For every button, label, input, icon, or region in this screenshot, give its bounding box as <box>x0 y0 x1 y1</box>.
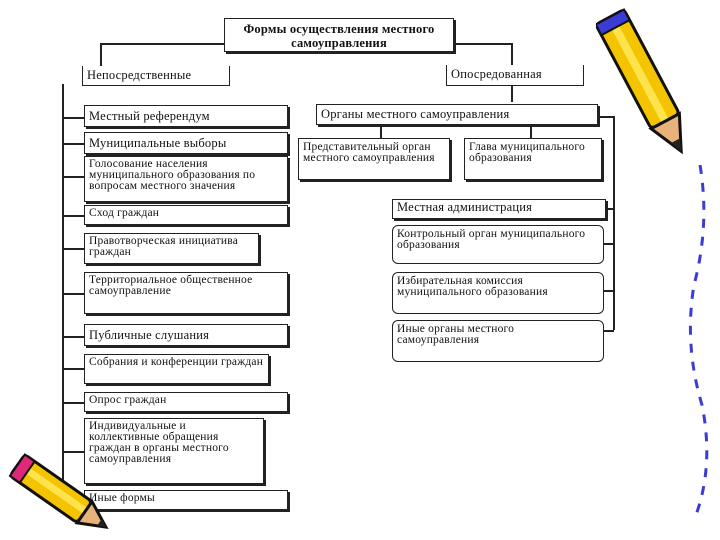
title-right-drop <box>511 43 513 65</box>
left-item-5: Правотворческая инициатива граждан <box>84 233 259 264</box>
right-item-1: Местная администрация <box>392 199 606 219</box>
title-to-left-connector <box>100 43 226 45</box>
title-to-right-connector <box>452 43 512 45</box>
connector-organs-sub-left <box>380 125 382 139</box>
left-item-4: Сход граждан <box>84 205 288 225</box>
connector-left-2 <box>62 143 84 145</box>
connector-left-9 <box>62 402 84 404</box>
left-item-7: Публичные слушания <box>84 324 288 346</box>
left-item-6: Территориальное общественное самоуправле… <box>84 272 288 314</box>
left-item-9: Опрос граждан <box>84 392 288 412</box>
connector-left-1 <box>62 117 84 119</box>
right-item-2: Контрольный орган муниципального образов… <box>392 225 604 264</box>
connector-left-7 <box>62 336 84 338</box>
municipal-head-box: Глава муниципального образования <box>464 138 602 180</box>
pencil-dashed-trail <box>680 165 720 525</box>
connector-organs-sub-right <box>530 125 532 139</box>
right-item-4: Иные органы местного самоуправления <box>392 320 604 362</box>
connector-left-3 <box>62 176 84 178</box>
diagram-title: Формы осуществления местного самоуправле… <box>224 18 454 52</box>
connector-left-4 <box>62 215 84 217</box>
connector-right-3 <box>603 290 614 292</box>
left-item-8: Собрания и конференции граждан <box>84 354 269 384</box>
right-branch-header: Опосредованная <box>446 65 584 86</box>
connector-right-2 <box>603 243 614 245</box>
organs-header: Органы местного самоуправления <box>316 104 598 125</box>
title-left-drop <box>100 43 102 67</box>
right-header-drop <box>511 86 513 102</box>
connector-left-8 <box>62 368 84 370</box>
pencil-icon-top-right <box>596 0 696 170</box>
connector-left-6 <box>62 293 84 295</box>
pencil-icon-bottom-left <box>0 450 120 540</box>
representative-organ-box: Представительный орган местного самоупра… <box>298 138 450 180</box>
left-branch-header: Непосредственные <box>82 66 230 86</box>
left-item-2: Муниципальные выборы <box>84 132 288 154</box>
connector-right-4 <box>603 330 614 332</box>
connector-left-5 <box>62 248 84 250</box>
right-item-3: Избирательная комиссия муниципального об… <box>392 272 604 314</box>
connector-right-1 <box>605 208 614 210</box>
left-item-3: Голосование населения муниципального обр… <box>84 156 288 202</box>
left-item-1: Местный референдум <box>84 105 288 127</box>
